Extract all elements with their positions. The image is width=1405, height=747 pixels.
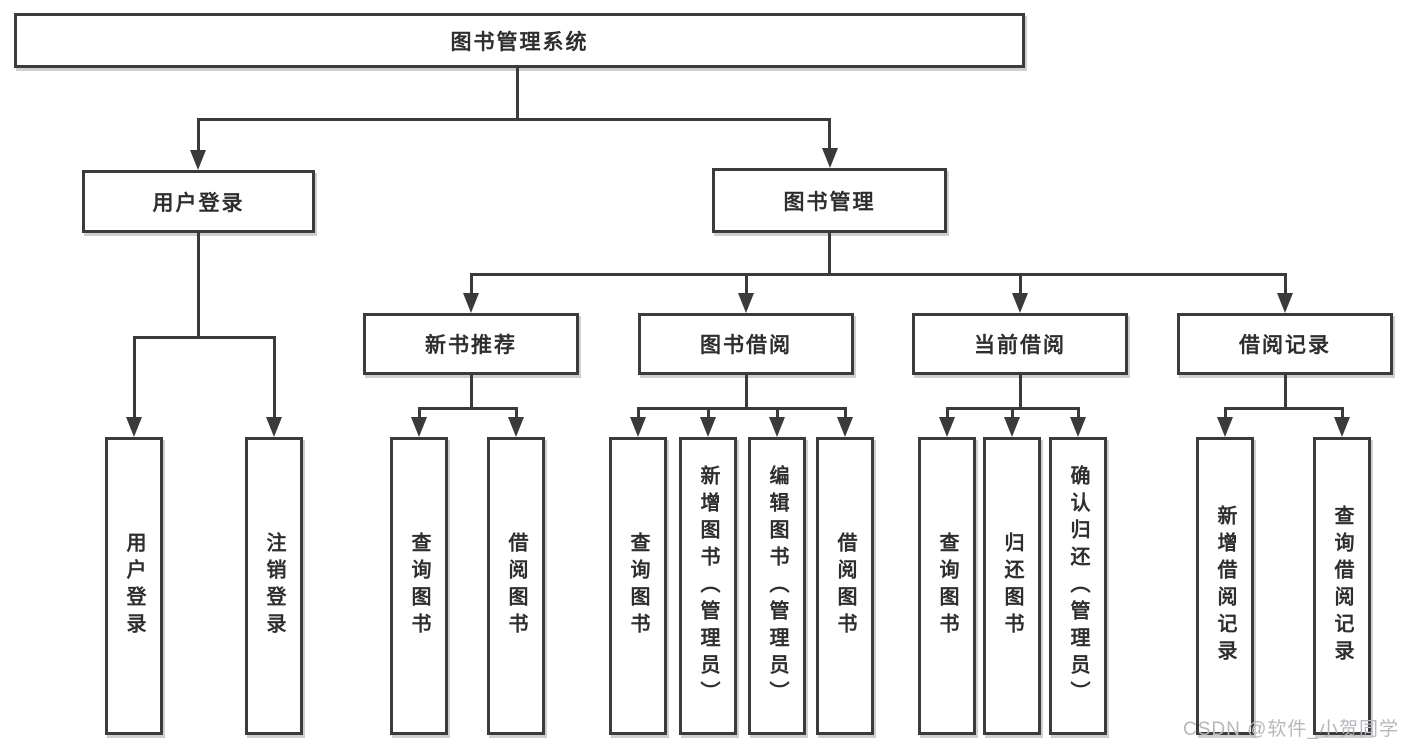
leaf-label: 查询借阅记录 (1331, 505, 1353, 667)
connector-arrow-stem (828, 118, 831, 148)
connector-arrow-stem (707, 407, 710, 417)
arrowhead-down-icon (1004, 417, 1020, 437)
leaf-label: 查询图书 (627, 532, 649, 640)
leaf-add-book-admin: 新增图书（管理员） (679, 437, 737, 735)
leaf-borrow-books-recommend: 借阅图书 (487, 437, 545, 735)
connector-arrow-stem (1077, 407, 1080, 417)
node-label: 用户登录 (152, 191, 245, 215)
connector-currentborrow-stem (1019, 375, 1022, 407)
node-label: 图书借阅 (700, 334, 792, 357)
leaf-query-borrow-record: 查询借阅记录 (1313, 437, 1371, 735)
arrowhead-down-icon (822, 148, 838, 168)
leaf-label: 查询图书 (936, 532, 958, 640)
arrowhead-down-icon (700, 417, 716, 437)
connector-records-split (1225, 407, 1343, 410)
connector-arrow-stem (133, 336, 136, 417)
node-label: 图书管理 (783, 190, 876, 214)
node-user-login: 用户登录 (82, 170, 315, 233)
leaf-edit-book-admin: 编辑图书（管理员） (748, 437, 806, 735)
connector-root-split (197, 118, 831, 121)
node-book-borrowing: 图书借阅 (638, 313, 854, 375)
connector-arrow-stem (1011, 407, 1014, 417)
leaf-query-books-current: 查询图书 (918, 437, 976, 735)
connector-arrow-stem (946, 407, 949, 417)
connector-bookmgmt-split (471, 273, 1285, 276)
connector-arrow-stem (273, 336, 276, 417)
leaf-user-login: 用户登录 (105, 437, 163, 735)
arrowhead-down-icon (190, 150, 206, 170)
node-label: 当前借阅 (974, 334, 1066, 357)
arrowhead-down-icon (630, 417, 646, 437)
leaf-label: 借阅图书 (834, 532, 856, 640)
connector-userlogin-stem (197, 233, 200, 336)
leaf-label: 借阅图书 (505, 532, 527, 640)
node-label: 新书推荐 (425, 334, 517, 357)
leaf-logout: 注销登录 (245, 437, 303, 735)
leaf-label: 用户登录 (123, 532, 145, 640)
arrowhead-down-icon (769, 417, 785, 437)
node-current-borrowing: 当前借阅 (912, 313, 1128, 375)
connector-arrow-stem (1341, 407, 1344, 417)
connector-arrow-stem (1019, 273, 1022, 293)
connector-arrow-stem (197, 118, 200, 150)
arrowhead-down-icon (939, 417, 955, 437)
leaf-return-book: 归还图书 (983, 437, 1041, 735)
leaf-label: 归还图书 (1001, 532, 1023, 640)
connector-newbook-split (419, 407, 517, 410)
leaf-borrow-books: 借阅图书 (816, 437, 874, 735)
node-library-management-system: 图书管理系统 (14, 13, 1025, 68)
leaf-confirm-return-admin: 确认归还（管理员） (1049, 437, 1107, 735)
connector-arrow-stem (418, 407, 421, 417)
arrowhead-down-icon (463, 293, 479, 313)
arrowhead-down-icon (411, 417, 427, 437)
arrowhead-down-icon (1012, 293, 1028, 313)
connector-arrow-stem (637, 407, 640, 417)
leaf-label: 查询图书 (408, 532, 430, 640)
connector-arrow-stem (1284, 273, 1287, 293)
connector-root-stem (516, 68, 519, 118)
leaf-query-books-borrow: 查询图书 (609, 437, 667, 735)
connector-arrow-stem (1224, 407, 1227, 417)
connector-bookmgmt-stem (828, 233, 831, 273)
connector-arrow-stem (745, 273, 748, 293)
arrowhead-down-icon (1334, 417, 1350, 437)
arrowhead-down-icon (1217, 417, 1233, 437)
connector-arrow-stem (776, 407, 779, 417)
leaf-label: 新增图书（管理员） (697, 464, 719, 708)
node-borrowing-records: 借阅记录 (1177, 313, 1393, 375)
leaf-label: 编辑图书（管理员） (766, 464, 788, 708)
leaf-label: 注销登录 (263, 532, 285, 640)
connector-userlogin-split (133, 336, 276, 339)
leaf-label: 确认归还（管理员） (1067, 464, 1089, 708)
connector-bookborrow-split (638, 407, 846, 410)
arrowhead-down-icon (1070, 417, 1086, 437)
csdn-watermark: CSDN @软件_小贺同学 (1183, 719, 1399, 740)
arrowhead-down-icon (837, 417, 853, 437)
node-new-book-recommend: 新书推荐 (363, 313, 579, 375)
connector-arrow-stem (844, 407, 847, 417)
connector-newbook-stem (470, 375, 473, 407)
arrowhead-down-icon (508, 417, 524, 437)
node-book-management: 图书管理 (712, 168, 947, 233)
leaf-label: 新增借阅记录 (1214, 505, 1236, 667)
arrowhead-down-icon (126, 417, 142, 437)
connector-bookborrow-stem (745, 375, 748, 407)
node-label: 图书管理系统 (450, 30, 589, 54)
connector-records-stem (1284, 375, 1287, 407)
arrowhead-down-icon (266, 417, 282, 437)
connector-arrow-stem (515, 407, 518, 417)
leaf-add-borrow-record: 新增借阅记录 (1196, 437, 1254, 735)
leaf-query-books-recommend: 查询图书 (390, 437, 448, 735)
node-label: 借阅记录 (1239, 334, 1331, 357)
arrowhead-down-icon (1277, 293, 1293, 313)
arrowhead-down-icon (738, 293, 754, 313)
connector-arrow-stem (470, 273, 473, 293)
